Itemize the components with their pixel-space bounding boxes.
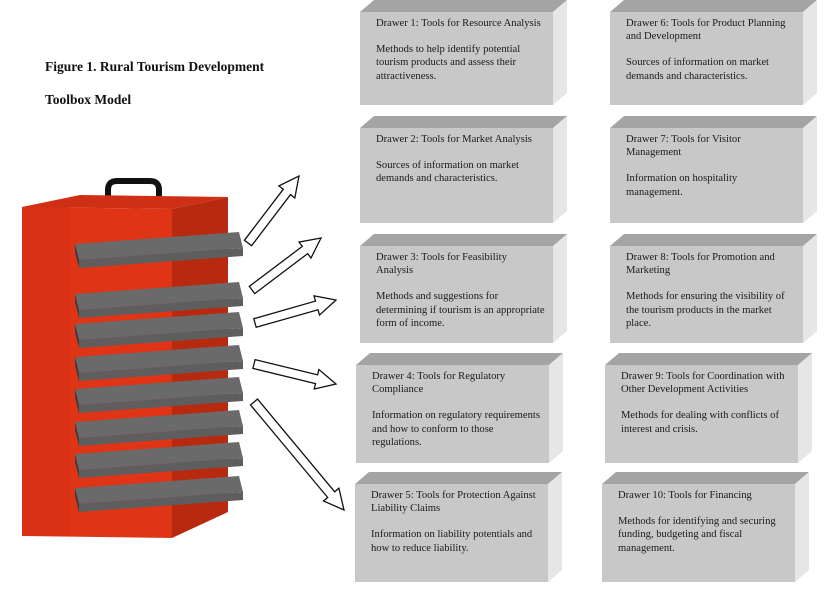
drawer-9-title: Drawer 9: Tools for Coordination with Ot… xyxy=(621,371,785,396)
drawer-box-shape xyxy=(605,353,812,463)
drawer-5-box: Drawer 5: Tools for Protection Against L… xyxy=(355,484,548,582)
drawer-box-shape xyxy=(610,234,817,343)
drawer-9-box: Drawer 9: Tools for Coordination with Ot… xyxy=(605,365,798,463)
drawer-2-title: Drawer 2: Tools for Market Analysis xyxy=(376,134,532,145)
toolbox-top xyxy=(22,195,228,209)
drawer-7-title: Drawer 7: Tools for Visitor Management xyxy=(626,134,741,159)
pointer-arrow xyxy=(249,398,345,512)
drawer-6-box: Drawer 6: Tools for Product Planning and… xyxy=(610,12,803,105)
figure-title: Figure 1. Rural Tourism Development Tool… xyxy=(45,50,345,116)
drawer-5-title: Drawer 5: Tools for Protection Against L… xyxy=(371,490,536,515)
drawer-4-box: Drawer 4: Tools for Regulatory Complianc… xyxy=(356,365,549,463)
drawer-3-description: Methods and suggestions for determining … xyxy=(376,291,545,329)
toolbox-handle xyxy=(105,178,162,208)
toolbox-drawer-slab xyxy=(75,282,243,318)
drawer-8-description: Methods for ensuring the visibility of t… xyxy=(626,291,785,329)
drawer-box-shape xyxy=(355,472,562,582)
toolbox-drawer-slab xyxy=(75,442,243,478)
drawer-1-title: Drawer 1: Tools for Resource Analysis xyxy=(376,18,541,29)
drawer-7-description: Information on hospitality management. xyxy=(626,173,738,198)
toolbox-drawer-slab xyxy=(75,410,243,446)
drawer-6-title: Drawer 6: Tools for Product Planning and… xyxy=(626,18,786,43)
drawer-box-shape xyxy=(360,116,567,223)
drawer-8-title: Drawer 8: Tools for Promotion and Market… xyxy=(626,252,775,277)
drawer-box-shape xyxy=(360,0,567,105)
drawer-box-shape xyxy=(610,0,817,105)
figure-title-line-2: Toolbox Model xyxy=(45,92,132,107)
drawer-6-description: Sources of information on market demands… xyxy=(626,57,769,82)
pointer-arrow xyxy=(243,174,300,247)
figure-title-line-1: Figure 1. Rural Tourism Development xyxy=(45,59,265,74)
toolbox-drawers xyxy=(75,232,243,512)
toolbox-drawer-slab xyxy=(75,312,243,348)
toolbox-drawer-slab xyxy=(75,377,243,413)
drawer-9-description: Methods for dealing with conflicts of in… xyxy=(621,410,779,435)
drawer-box-shape xyxy=(602,472,809,582)
toolbox-drawer-slab xyxy=(75,345,243,381)
drawer-3-box: Drawer 3: Tools for Feasibility Analysis… xyxy=(360,246,553,343)
drawer-5-description: Information on liability potentials and … xyxy=(371,529,533,554)
drawer-8-box: Drawer 8: Tools for Promotion and Market… xyxy=(610,246,803,343)
drawer-10-title: Drawer 10: Tools for Financing xyxy=(618,490,752,501)
pointer-arrow xyxy=(253,294,338,329)
toolbox-left-edge xyxy=(22,207,70,536)
pointer-arrow xyxy=(248,237,323,295)
toolbox-drawer-slab xyxy=(75,476,243,512)
drawer-box-shape xyxy=(610,116,817,223)
drawer-box-shape xyxy=(360,234,567,343)
drawer-3-title: Drawer 3: Tools for Feasibility Analysis xyxy=(376,252,507,277)
pointer-arrow xyxy=(252,358,338,390)
toolbox-drawer-slab xyxy=(75,232,243,268)
drawer-1-description: Methods to help identify potential touri… xyxy=(376,44,521,82)
drawer-10-description: Methods for identifying and securing fun… xyxy=(618,516,776,554)
drawer-2-description: Sources of information on market demands… xyxy=(376,160,519,185)
drawer-arrows xyxy=(243,174,345,512)
drawer-box-shape xyxy=(356,353,563,463)
drawer-boxes xyxy=(355,0,817,582)
drawer-4-description: Information on regulatory requirements a… xyxy=(372,410,540,448)
drawer-4-title: Drawer 4: Tools for Regulatory Complianc… xyxy=(372,371,506,396)
